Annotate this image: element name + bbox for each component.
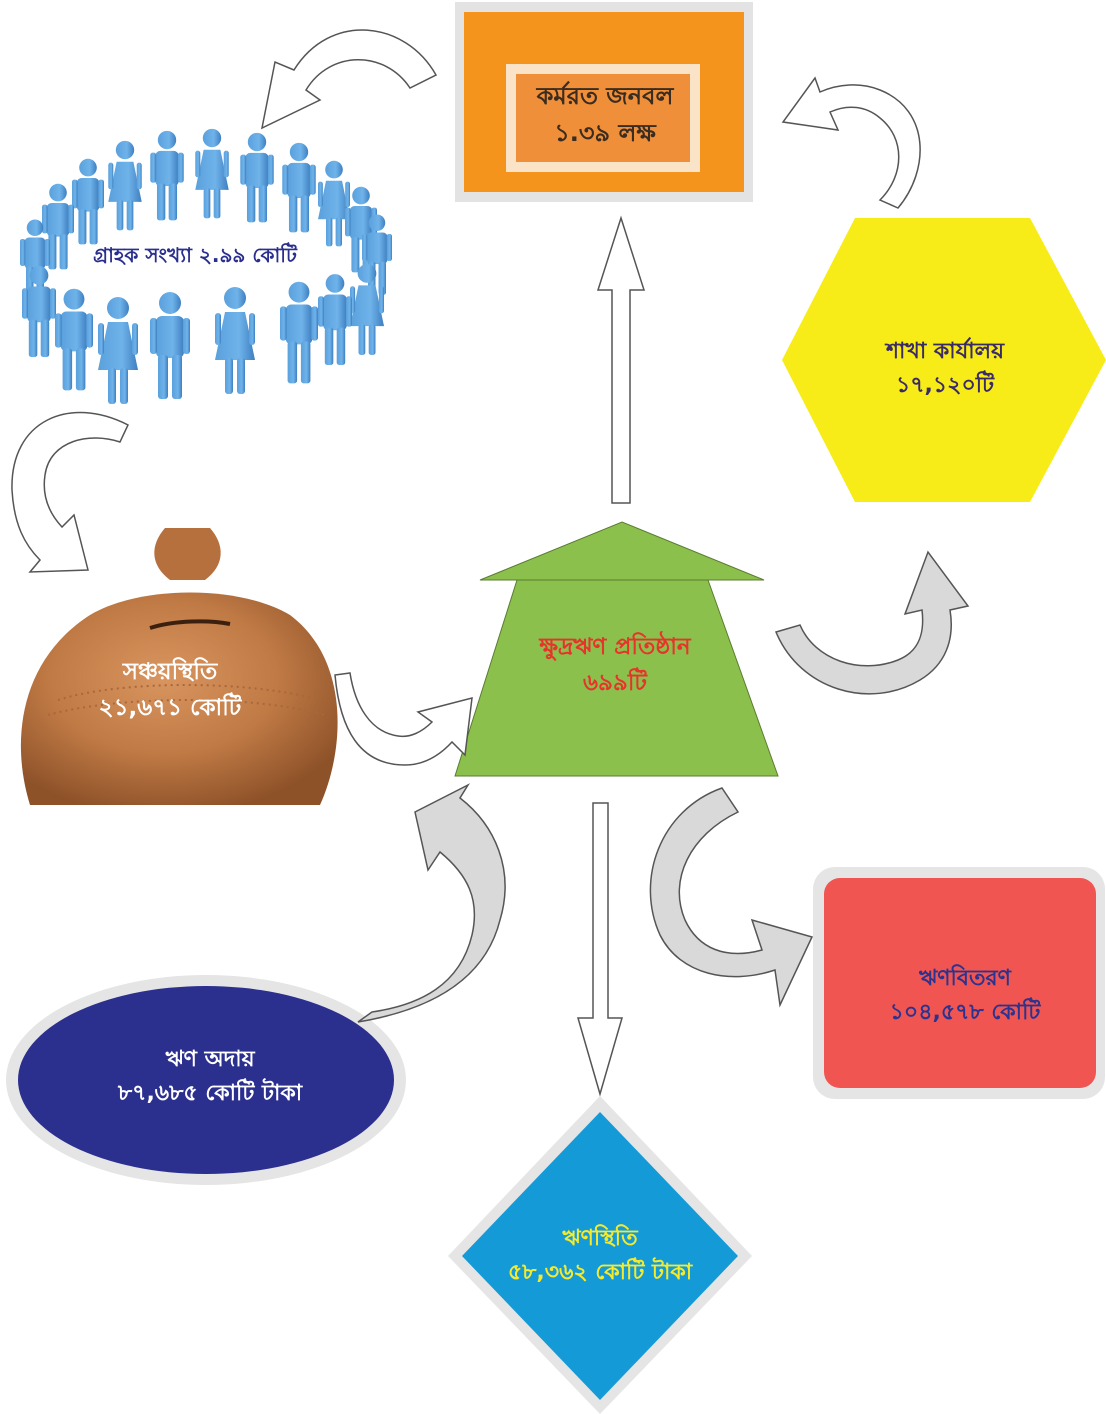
disbursement-title: ঋণবিতরণ: [919, 966, 1011, 991]
workforce-label: কর্মরত জনবল ১.৩৯ লক্ষ: [515, 78, 695, 152]
arrow-up-to-workforce: [596, 215, 646, 504]
workforce-value: ১.৩৯ লক্ষ: [554, 119, 656, 148]
disbursement-value: ১০৪,৫৭৮ কোটি: [889, 1000, 1041, 1026]
customers-label: গ্রাহক সংখ্যা ২.৯৯ কোটি: [93, 243, 297, 267]
mfi-label: ক্ষুদ্রঋণ প্রতিষ্ঠান ৬৯৯টি: [500, 630, 730, 701]
mfi-shape: [454, 521, 779, 777]
recovery-value: ৮৭,৬৮৫ কোটি টাকা: [117, 1081, 303, 1107]
curved-arrow-workforce-to-customers: [260, 29, 438, 130]
curved-arrow-savings-to-mfi: [334, 672, 473, 766]
curved-arrow-mfi-to-disbursement: [649, 787, 814, 1008]
branches-label: শাখা কার্যালয় ১৭,১২০টি: [830, 335, 1060, 403]
outstanding-diamond: [448, 1096, 752, 1414]
workforce-title: কর্মরত জনবল: [536, 82, 674, 110]
mfi-title: ক্ষুদ্রঋণ প্রতিষ্ঠান: [539, 634, 691, 660]
branches-title: শাখা কার্যালয়: [885, 339, 1005, 364]
curved-arrow-customers-to-savings: [11, 411, 129, 573]
arrow-down-to-outstanding: [577, 802, 623, 1097]
savings-value: ২১,৬৭১ কোটি: [98, 694, 242, 721]
outstanding-value: ৫৮,৩৬২ কোটি টাকা: [507, 1260, 693, 1286]
curved-arrow-branches-to-workforce: [781, 76, 921, 209]
recovery-title: ঋণ অদায়: [165, 1047, 255, 1072]
savings-clay-pot: [20, 528, 338, 805]
outstanding-label: ঋণস্থিতি ৫৮,৩৬২ কোটি টাকা: [470, 1222, 730, 1290]
curved-arrow-recovery-to-mfi: [357, 783, 506, 1023]
branches-value: ১৭,১২০টি: [895, 373, 995, 399]
savings-label: সঞ্চয়স্থিতি ২১,৬৭১ কোটি: [70, 655, 270, 726]
recovery-label: ঋণ অদায় ৮৭,৬৮৫ কোটি টাকা: [60, 1043, 360, 1111]
workforce-box: [455, 2, 753, 202]
savings-title: সঞ্চয়স্থিতি: [122, 659, 218, 685]
outstanding-title: ঋণস্থিতি: [562, 1226, 638, 1251]
branch-hexagon: [782, 218, 1106, 502]
disbursement-label: ঋণবিতরণ ১০৪,৫৭৮ কোটি: [860, 962, 1070, 1030]
recovery-ellipse: [6, 975, 406, 1185]
curved-arrow-mfi-to-branches: [774, 550, 970, 695]
disbursement-box: [813, 867, 1105, 1099]
mfi-value: ৬৯৯টি: [583, 669, 647, 696]
